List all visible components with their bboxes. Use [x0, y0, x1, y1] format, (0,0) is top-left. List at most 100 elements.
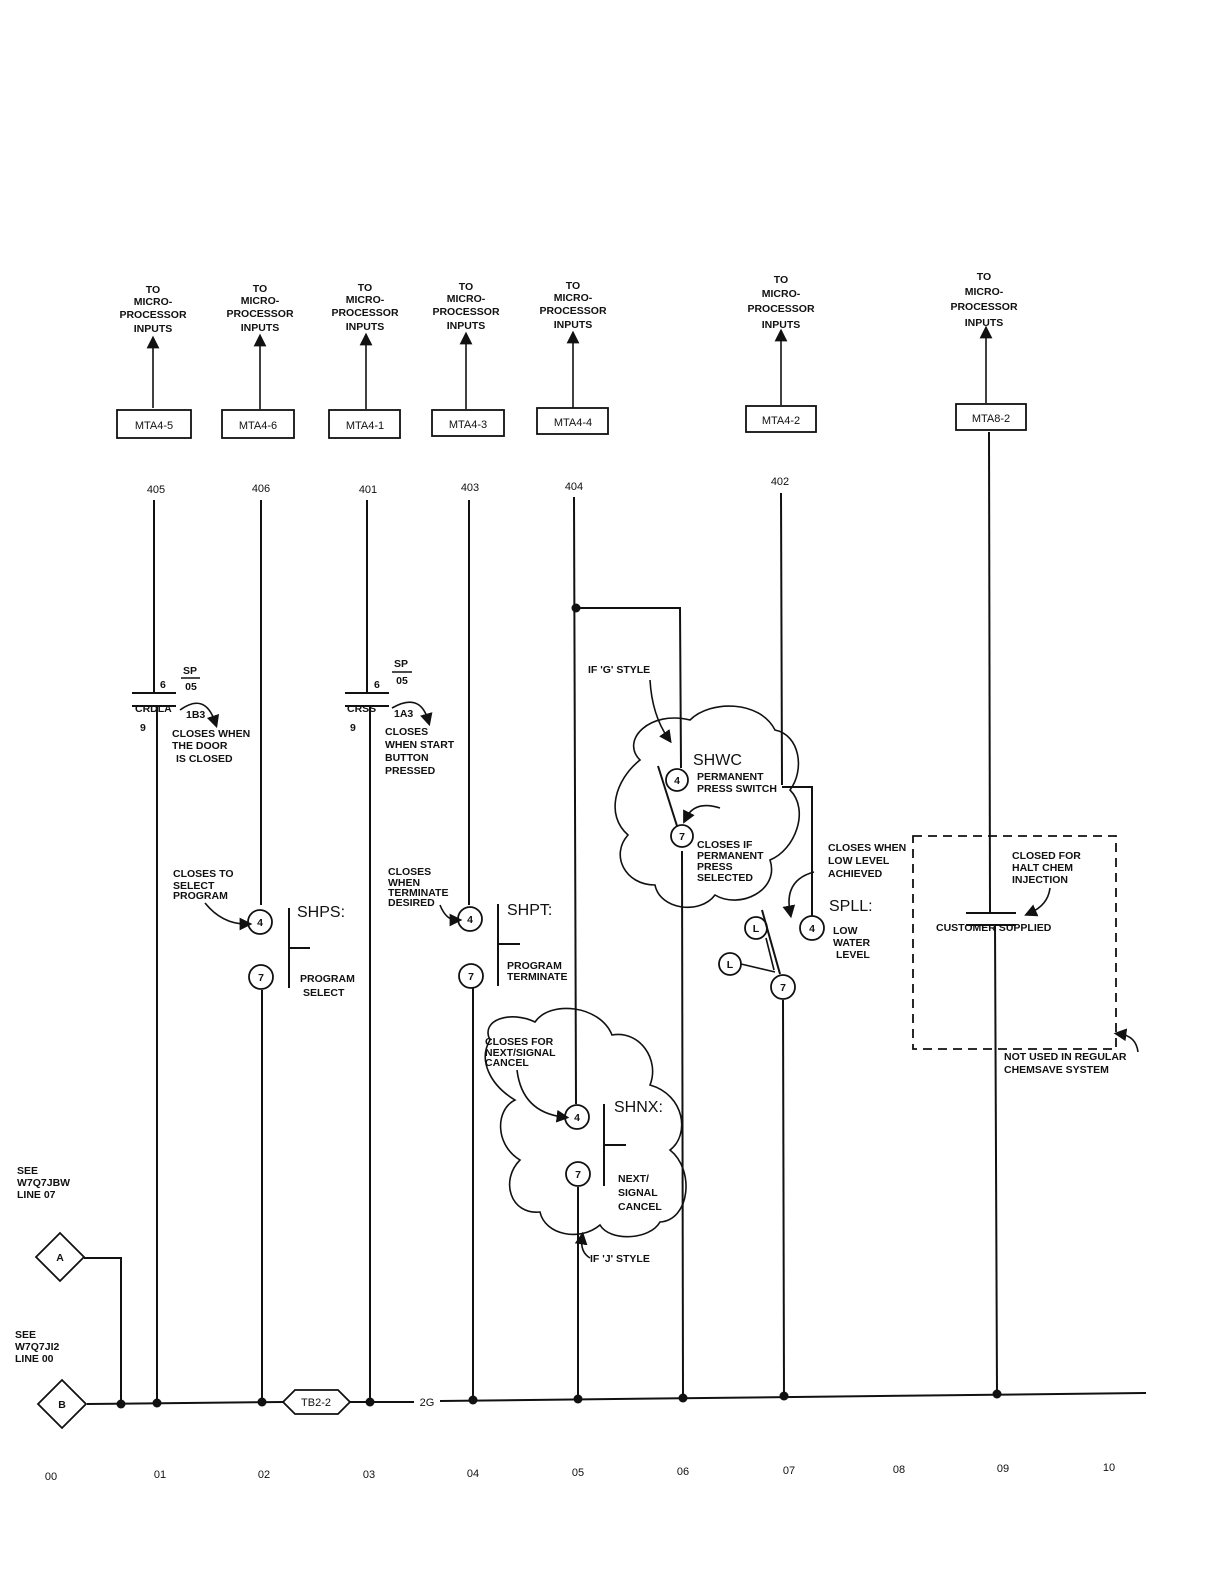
svg-text:402: 402 — [771, 476, 789, 488]
svg-text:DESIRED: DESIRED — [388, 897, 435, 909]
svg-text:PRESS: PRESS — [697, 861, 733, 873]
tag-box-mta4-2: MTA4-2 — [745, 405, 817, 433]
wire-numbers: 405 406 401 403 404 402 — [147, 476, 789, 496]
connector-b[interactable]: B — [36, 1378, 88, 1430]
svg-text:INPUTS: INPUTS — [134, 323, 173, 335]
svg-text:SHWC: SHWC — [693, 752, 742, 769]
svg-text:PROCESSOR: PROCESSOR — [331, 307, 399, 319]
svg-text:SEE: SEE — [15, 1329, 36, 1341]
svg-text:MTA4-4: MTA4-4 — [554, 417, 592, 429]
svg-text:CRDLA: CRDLA — [135, 703, 172, 715]
svg-text:MTA4-1: MTA4-1 — [346, 420, 384, 432]
svg-text:PROCESSOR: PROCESSOR — [119, 309, 187, 321]
svg-text:7: 7 — [575, 1169, 581, 1181]
svg-text:MICRO-: MICRO- — [447, 293, 486, 305]
svg-text:7: 7 — [679, 831, 685, 843]
svg-text:SHPT:: SHPT: — [507, 902, 552, 919]
svg-text:9: 9 — [140, 722, 146, 734]
svg-text:7: 7 — [780, 982, 786, 994]
svg-text:SP: SP — [394, 658, 408, 670]
svg-text:05: 05 — [572, 1467, 584, 1479]
svg-text:INJECTION: INJECTION — [1012, 874, 1068, 886]
svg-text:TB2-2: TB2-2 — [301, 1397, 331, 1409]
svg-text:SELECT: SELECT — [303, 987, 345, 999]
top-label-col-404: TO MICRO- PROCESSOR INPUTS — [539, 280, 607, 331]
tag-box-mta4-5: MTA4-5 — [116, 409, 192, 439]
svg-text:THE DOOR: THE DOOR — [172, 740, 228, 752]
spll-note: CLOSES WHEN LOW LEVEL ACHIEVED — [782, 842, 906, 919]
connector-a[interactable]: A — [34, 1231, 86, 1283]
svg-text:CLOSES TO: CLOSES TO — [173, 868, 233, 880]
shnx-cloud — [484, 1007, 687, 1238]
svg-text:4: 4 — [674, 775, 680, 787]
svg-text:1B3: 1B3 — [186, 709, 205, 721]
svg-text:L: L — [727, 959, 734, 971]
connector-b-reference: SEE W7Q7JI2 LINE 00 — [15, 1329, 60, 1365]
svg-text:7: 7 — [258, 972, 264, 984]
svg-text:7: 7 — [468, 971, 474, 983]
svg-text:INPUTS: INPUTS — [762, 319, 801, 331]
svg-text:TERMINATE: TERMINATE — [388, 887, 448, 899]
svg-text:4: 4 — [257, 917, 263, 929]
shwc-cloud — [614, 705, 801, 909]
svg-text:LINE 07: LINE 07 — [17, 1189, 56, 1201]
svg-text:6: 6 — [374, 679, 380, 691]
tag-box-mta4-3: MTA4-3 — [431, 409, 505, 437]
svg-text:LINE 00: LINE 00 — [15, 1353, 54, 1365]
svg-text:MTA4-2: MTA4-2 — [762, 415, 800, 427]
top-label-col-401: TO MICRO- PROCESSOR INPUTS — [331, 282, 399, 333]
customer-supplied-box: CUSTOMER SUPPLIED — [912, 835, 1117, 1050]
svg-text:1A3: 1A3 — [394, 708, 413, 720]
relay-contact-crss: 6 9 CRSS SP 05 1A3 — [345, 658, 433, 734]
crss-note: CLOSES WHEN START BUTTON PRESSED — [385, 726, 455, 777]
svg-text:4: 4 — [809, 923, 815, 935]
svg-text:401: 401 — [359, 484, 377, 496]
svg-text:PROCESSOR: PROCESSOR — [226, 308, 294, 320]
svg-text:TO: TO — [774, 274, 788, 286]
svg-text:05: 05 — [185, 681, 197, 693]
svg-text:IS CLOSED: IS CLOSED — [176, 753, 233, 765]
svg-text:PROCESSOR: PROCESSOR — [539, 305, 607, 317]
svg-text:05: 05 — [396, 675, 408, 687]
svg-text:TO: TO — [146, 284, 160, 296]
svg-text:SHNX:: SHNX: — [614, 1099, 663, 1116]
svg-text:10: 10 — [1103, 1462, 1115, 1474]
svg-text:9: 9 — [350, 722, 356, 734]
svg-text:08: 08 — [893, 1464, 905, 1476]
svg-text:PROCESSOR: PROCESSOR — [950, 301, 1018, 313]
shps-note: CLOSES TO SELECT PROGRAM — [173, 868, 253, 931]
svg-text:MICRO-: MICRO- — [134, 296, 173, 308]
svg-text:MICRO-: MICRO- — [241, 295, 280, 307]
svg-text:HALT CHEM: HALT CHEM — [1012, 862, 1073, 874]
svg-text:09: 09 — [997, 1463, 1009, 1475]
svg-text:LEVEL: LEVEL — [836, 949, 870, 961]
svg-text:405: 405 — [147, 484, 165, 496]
svg-text:406: 406 — [252, 483, 270, 495]
svg-text:CRSS: CRSS — [347, 703, 376, 715]
top-label-col-402: TO MICRO- PROCESSOR INPUTS — [747, 274, 815, 331]
svg-text:02: 02 — [258, 1469, 270, 1481]
svg-text:CLOSES WHEN: CLOSES WHEN — [172, 728, 250, 740]
svg-text:MTA4-5: MTA4-5 — [135, 420, 173, 432]
shwc-style-note: IF 'G' STYLE — [588, 664, 672, 744]
shnx-style-note: IF 'J' STYLE — [574, 1231, 650, 1265]
svg-text:MICRO-: MICRO- — [554, 292, 593, 304]
svg-text:INPUTS: INPUTS — [554, 319, 593, 331]
svg-text:SELECT: SELECT — [173, 880, 215, 892]
svg-text:CLOSED FOR: CLOSED FOR — [1012, 850, 1081, 862]
svg-text:TERMINATE: TERMINATE — [507, 971, 567, 983]
shwc-note: CLOSES IF PERMANENT PRESS SELECTED — [697, 839, 764, 884]
svg-text:07: 07 — [783, 1465, 795, 1477]
svg-text:CLOSES FOR: CLOSES FOR — [485, 1036, 554, 1048]
svg-text:4: 4 — [574, 1112, 580, 1124]
shpt-note: CLOSES WHEN TERMINATE DESIRED — [388, 866, 463, 927]
svg-text:PRESSED: PRESSED — [385, 765, 436, 777]
svg-text:LOW LEVEL: LOW LEVEL — [828, 855, 890, 867]
svg-text:PROGRAM: PROGRAM — [173, 890, 228, 902]
svg-text:ACHIEVED: ACHIEVED — [828, 868, 883, 880]
svg-text:MICRO-: MICRO- — [965, 286, 1004, 298]
svg-text:CLOSES WHEN: CLOSES WHEN — [828, 842, 906, 854]
svg-text:CLOSES IF: CLOSES IF — [697, 839, 753, 851]
svg-text:404: 404 — [565, 481, 583, 493]
